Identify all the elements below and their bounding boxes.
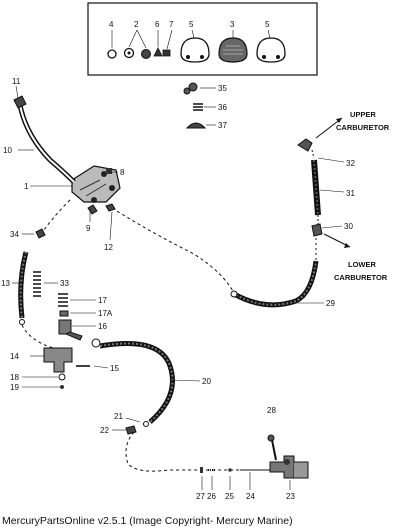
callout-8: 8: [120, 168, 125, 177]
hose-10: [13, 85, 76, 184]
callout-5-right: 5: [265, 20, 270, 29]
callout-31: 31: [346, 189, 355, 198]
fuel-pump-body: [71, 165, 121, 203]
callout-16: 16: [98, 322, 107, 331]
callout-26: 26: [207, 492, 216, 501]
callout-13: 13: [1, 279, 10, 288]
callout-19: 19: [10, 383, 19, 392]
callout-2: 2: [134, 20, 139, 29]
spring-33: [33, 271, 41, 297]
hose-20: [99, 341, 201, 427]
callout-17: 17: [98, 296, 107, 305]
callout-30: 30: [344, 222, 353, 231]
callout-22: 22: [100, 426, 109, 435]
callout-34: 34: [10, 230, 19, 239]
callout-7: 7: [169, 20, 174, 29]
callout-numbers: 4 2 6 7 5 3 5 35 36 37 11 10 8 1 34 9 12…: [1, 20, 355, 501]
part-4-ring: [107, 49, 117, 59]
copyright-footer: MercuryPartsOnline v2.5.1 (Image Copyrig…: [2, 515, 293, 527]
callout-24: 24: [246, 492, 255, 501]
callout-10: 10: [3, 146, 12, 155]
carburetor-arrows: [315, 117, 351, 248]
hose-31: [297, 138, 323, 260]
callout-20: 20: [202, 377, 211, 386]
callout-36: 36: [218, 103, 227, 112]
inset-kit-box: [87, 2, 318, 76]
part-2-washer-b: [141, 49, 151, 59]
callout-11: 11: [12, 77, 21, 86]
dashed-fuel-line-12: [111, 207, 235, 294]
callout-9: 9: [86, 224, 91, 233]
callout-4: 4: [109, 20, 114, 29]
callout-21: 21: [114, 412, 123, 421]
part-5-gasket-right: [256, 37, 286, 63]
callout-32: 32: [346, 159, 355, 168]
callout-33: 33: [60, 279, 69, 288]
hose-13: [18, 251, 67, 352]
part-6-7-spring-cap: [153, 47, 171, 57]
filter-assembly: [58, 293, 96, 335]
upper-carburetor-label-2: CARBURETOR: [336, 123, 390, 132]
callout-35: 35: [218, 84, 227, 93]
dashed-line-34: [39, 199, 71, 237]
callout-23: 23: [286, 492, 295, 501]
bracket-14: [22, 331, 109, 389]
leader-lines: [12, 149, 345, 304]
part-5-gasket-left: [180, 37, 210, 63]
callout-27: 27: [196, 492, 205, 501]
callout-29: 29: [326, 299, 335, 308]
callout-6: 6: [155, 20, 160, 29]
check-valve-parts: [183, 82, 216, 129]
callout-28: 28: [267, 406, 276, 415]
callout-18: 18: [10, 373, 19, 382]
tank-fitting-parts: [200, 434, 309, 490]
lower-carburetor-label-1: LOWER: [348, 260, 376, 269]
callout-1: 1: [24, 182, 29, 191]
lower-carburetor-label-2: CARBURETOR: [334, 273, 388, 282]
callout-25: 25: [225, 492, 234, 501]
callout-14: 14: [10, 352, 19, 361]
dashed-line-22-23: [112, 417, 268, 472]
part-2-washer: [123, 47, 135, 59]
callout-12: 12: [104, 243, 113, 252]
hose-29: [230, 260, 319, 308]
callout-17a: 17A: [98, 309, 113, 318]
upper-carburetor-label-1: UPPER: [350, 110, 376, 119]
callout-5-left: 5: [189, 20, 194, 29]
callout-15: 15: [110, 364, 119, 373]
callout-3: 3: [230, 20, 235, 29]
callout-37: 37: [218, 121, 227, 130]
